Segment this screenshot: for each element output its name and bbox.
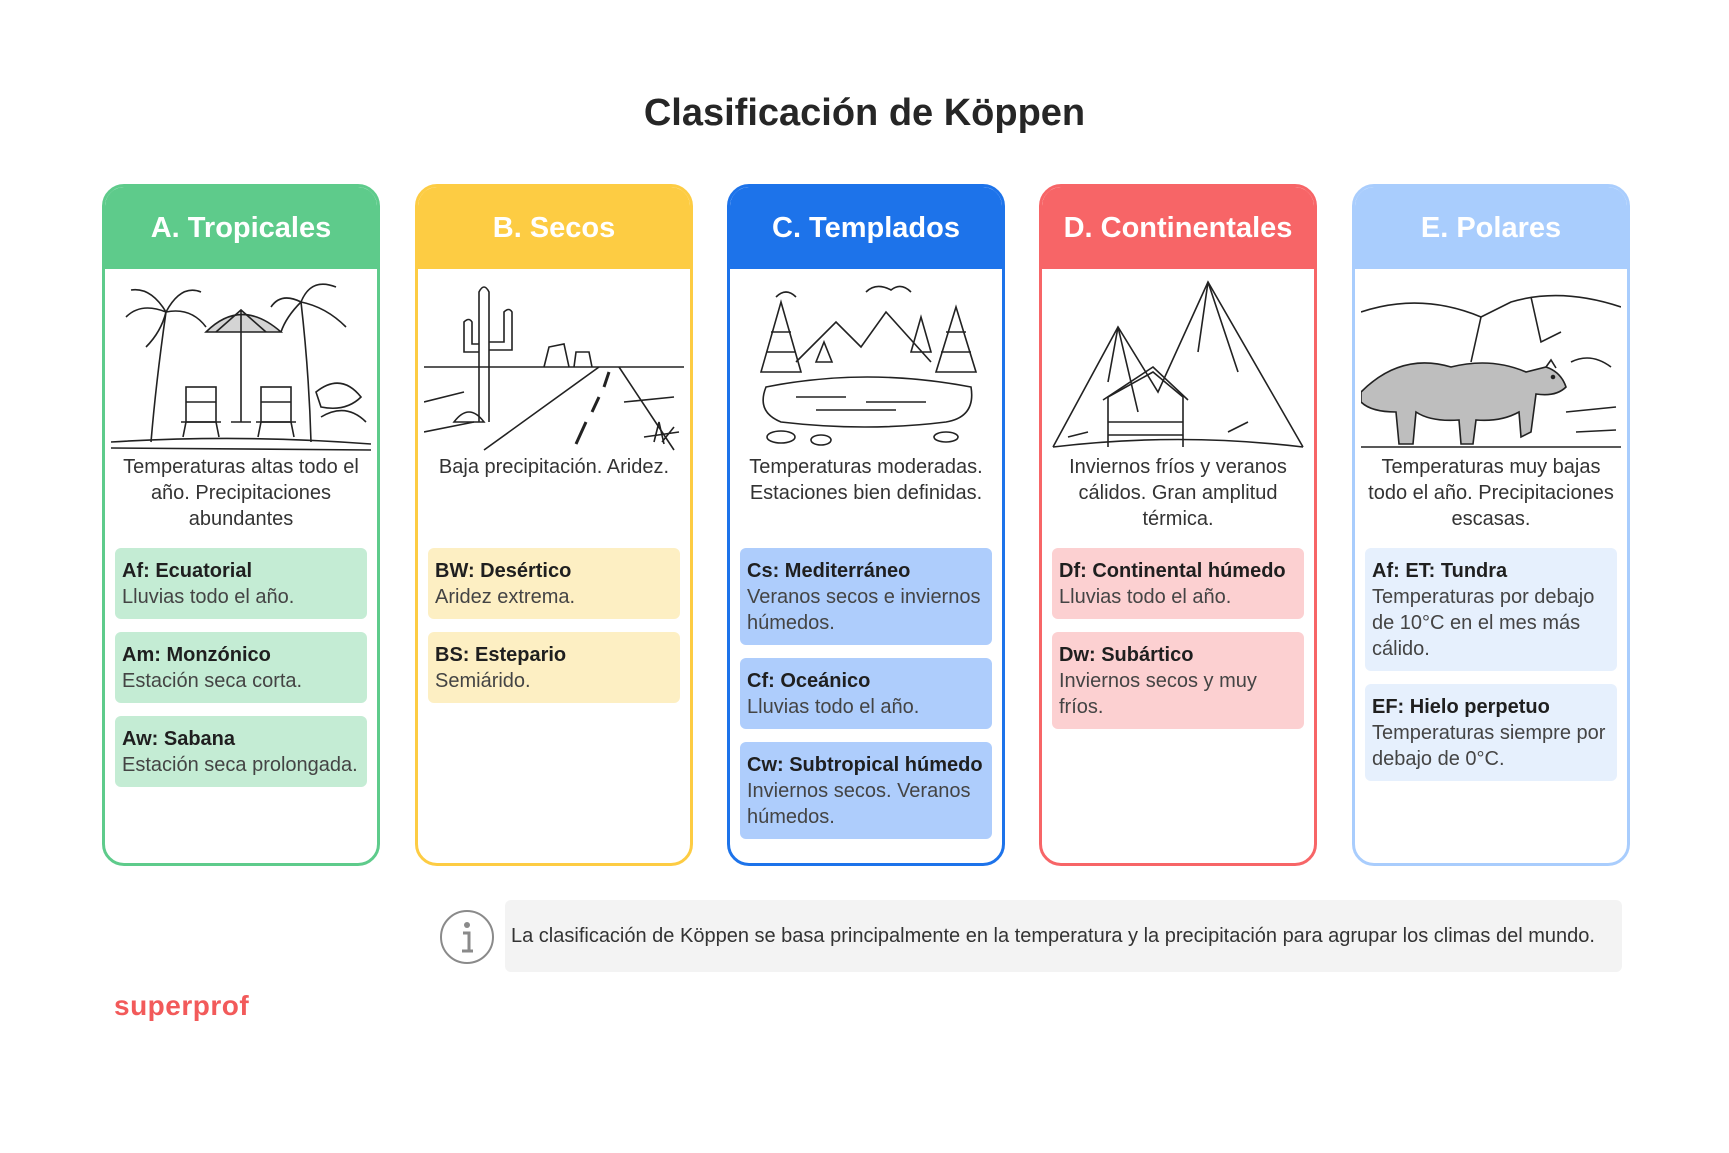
subtype-item: Cs: Mediterráneo Veranos secos e inviern… bbox=[740, 548, 992, 645]
info-text: La clasificación de Köppen se basa princ… bbox=[511, 924, 1595, 947]
info-note: La clasificación de Köppen se basa princ… bbox=[505, 900, 1622, 972]
card-header: E. Polares bbox=[1355, 187, 1627, 269]
card-description: Temperaturas altas todo el año. Precipit… bbox=[123, 456, 359, 530]
card-tropicales: A. Tropicales Temperaturas altas todo el… bbox=[102, 184, 380, 866]
card-polares: E. Polares Temperaturas muy bajas todo e… bbox=[1352, 184, 1630, 866]
subtype-text: Estación seca corta. bbox=[122, 670, 303, 692]
subtype-text: Temperaturas siempre por debajo de 0°C. bbox=[1372, 722, 1606, 770]
subtype-name: BW: Desértico bbox=[435, 560, 572, 582]
subtype-name: Cw: Subtropical húmedo bbox=[747, 754, 983, 776]
subtype-name: Af: Ecuatorial bbox=[122, 560, 253, 582]
card-secos: B. Secos Baja precipitación. Aridez. BW:… bbox=[415, 184, 693, 866]
subtype-item: Cf: Oceánico Lluvias todo el año. bbox=[740, 658, 992, 729]
subtype-name: Df: Continental húmedo bbox=[1059, 560, 1286, 582]
brand-logo: superprof bbox=[114, 990, 250, 1021]
subtype-item: BS: Estepario Semiárido. bbox=[428, 632, 680, 703]
card-description: Inviernos fríos y veranos cálidos. Gran … bbox=[1069, 456, 1287, 530]
subtype-item: EF: Hielo perpetuo Temperaturas siempre … bbox=[1365, 684, 1617, 781]
card-description: Baja precipitación. Aridez. bbox=[438, 456, 670, 478]
subtype-text: Inviernos secos y muy fríos. bbox=[1059, 670, 1257, 718]
subtype-name: Cf: Oceánico bbox=[747, 670, 871, 692]
subtype-item: Am: Monzónico Estación seca corta. bbox=[115, 632, 367, 703]
subtype-text: Semiárido. bbox=[435, 670, 531, 692]
subtype-name: Af: ET: Tundra bbox=[1372, 560, 1508, 582]
card-header: A. Tropicales bbox=[105, 187, 377, 269]
subtype-item: Aw: Sabana Estación seca prolongada. bbox=[115, 716, 367, 787]
card-header: C. Templados bbox=[730, 187, 1002, 269]
subtype-item: Df: Continental húmedo Lluvias todo el a… bbox=[1052, 548, 1304, 619]
subtype-name: EF: Hielo perpetuo bbox=[1372, 696, 1550, 718]
card-templados: C. Templados Temperaturas moderadas. Est… bbox=[727, 184, 1005, 866]
card-continentales: D. Continentales Inviernos fríos y veran… bbox=[1039, 184, 1317, 866]
subtype-name: BS: Estepario bbox=[435, 644, 567, 666]
subtype-text: Temperaturas por debajo de 10°C en el me… bbox=[1372, 586, 1595, 660]
page-title: Clasificación de Köppen bbox=[643, 92, 1086, 134]
lake-forest-mountains-illustration bbox=[730, 269, 1002, 454]
subtype-text: Lluvias todo el año. bbox=[747, 696, 920, 718]
subtype-name: Am: Monzónico bbox=[122, 644, 271, 666]
tropical-beach-palms-illustration bbox=[105, 269, 377, 454]
subtype-name: Cs: Mediterráneo bbox=[747, 560, 911, 582]
card-description: Temperaturas moderadas. Estaciones bien … bbox=[749, 456, 983, 504]
card-description: Temperaturas muy bajas todo el año. Prec… bbox=[1368, 456, 1614, 530]
info-icon bbox=[439, 909, 495, 965]
subtype-item: Af: Ecuatorial Lluvias todo el año. bbox=[115, 548, 367, 619]
subtype-item: Af: ET: Tundra Temperaturas por debajo d… bbox=[1365, 548, 1617, 671]
mountain-cabin-illustration bbox=[1042, 269, 1314, 454]
card-header: B. Secos bbox=[418, 187, 690, 269]
subtype-text: Aridez extrema. bbox=[435, 586, 576, 608]
subtype-text: Veranos secos e inviernos húmedos. bbox=[747, 586, 981, 634]
subtype-item: Cw: Subtropical húmedo Inviernos secos. … bbox=[740, 742, 992, 839]
subtype-item: BW: Desértico Aridez extrema. bbox=[428, 548, 680, 619]
subtype-text: Lluvias todo el año. bbox=[1059, 586, 1232, 608]
subtype-name: Aw: Sabana bbox=[122, 728, 235, 750]
desert-road-cactus-illustration bbox=[418, 269, 690, 454]
polar-bear-snow-illustration bbox=[1355, 269, 1627, 454]
subtype-text: Inviernos secos. Veranos húmedos. bbox=[747, 780, 971, 828]
subtype-item: Dw: Subártico Inviernos secos y muy frío… bbox=[1052, 632, 1304, 729]
subtype-text: Lluvias todo el año. bbox=[122, 586, 295, 608]
subtype-text: Estación seca prolongada. bbox=[122, 754, 358, 776]
card-header: D. Continentales bbox=[1042, 187, 1314, 269]
subtype-name: Dw: Subártico bbox=[1059, 644, 1194, 666]
